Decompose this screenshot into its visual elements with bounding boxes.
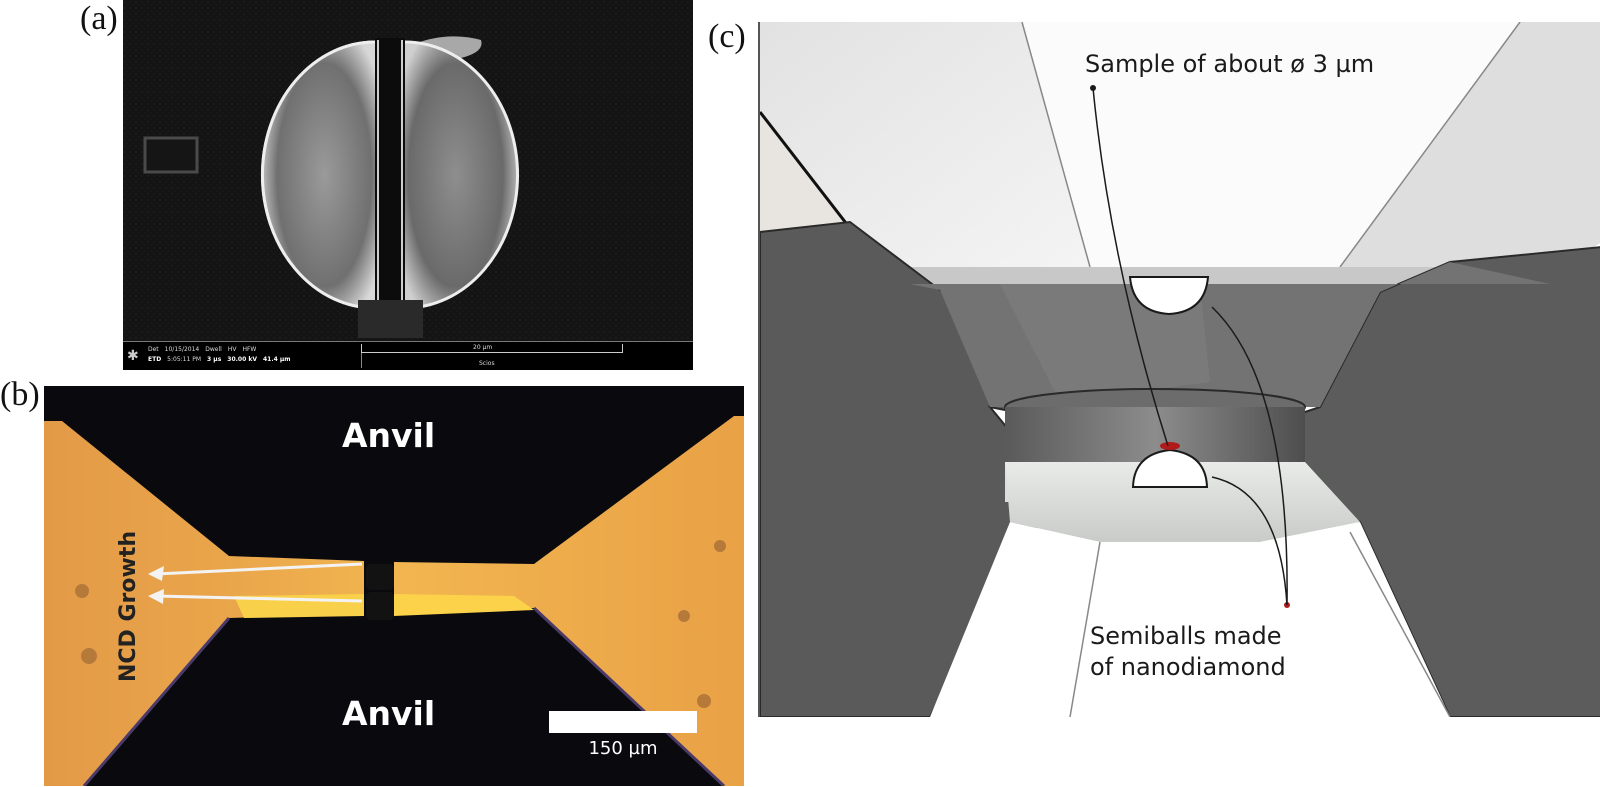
- panel-b-optical-image: Anvil Anvil NCD Growth 150 µm: [44, 386, 744, 786]
- anvil-schematic: [760, 22, 1600, 717]
- fei-logo-icon: ✱: [127, 348, 139, 364]
- panel-label-b: (b): [0, 376, 40, 413]
- sem-hv-label: HV: [227, 346, 237, 353]
- sem-scalebar-text: 20 µm: [473, 344, 493, 351]
- sem-info-table: Det 10/15/2014 Dwell HV HFW ETD 5:05:11 …: [148, 346, 291, 366]
- sem-instrument: Scios: [479, 360, 495, 367]
- sem-dwell-label: Dwell: [205, 346, 222, 353]
- sem-divider: [361, 344, 362, 368]
- sem-dwell-value: 3 µs: [207, 356, 222, 363]
- sem-hfw-label: HFW: [242, 346, 257, 353]
- sem-date: 10/15/2014: [164, 346, 200, 353]
- sem-det-label: Det: [148, 346, 159, 353]
- sem-info-bar: ✱ Det 10/15/2014 Dwell HV HFW ETD 5:05:1…: [123, 341, 693, 370]
- sem-hfw-value: 41.4 µm: [262, 356, 291, 363]
- scalebar-150um: [549, 711, 697, 733]
- anvil-top-label: Anvil: [342, 416, 436, 455]
- panel-label-a: (a): [80, 0, 118, 37]
- sem-time: 5:05:11 PM: [167, 356, 202, 363]
- panel-a-sem-image: ✱ Det 10/15/2014 Dwell HV HFW ETD 5:05:1…: [123, 0, 693, 370]
- sem-det-value: ETD: [148, 356, 162, 363]
- sem-hv-value: 30.00 kV: [227, 356, 257, 363]
- panel-c-schematic: Sample of about ø 3 µm Semiballs made of…: [758, 22, 1600, 717]
- semiballs-label-line2: of nanodiamond: [1090, 653, 1286, 681]
- sem-scalebar: [361, 344, 623, 353]
- panel-label-c: (c): [708, 18, 746, 55]
- ncd-growth-label: NCD Growth: [116, 530, 141, 682]
- sample-label: Sample of about ø 3 µm: [1085, 50, 1375, 78]
- scalebar-label: 150 µm: [588, 738, 658, 759]
- anvil-bottom-label: Anvil: [342, 694, 436, 733]
- sem-micrograph: [123, 0, 693, 342]
- semiballs-label-line1: Semiballs made: [1090, 622, 1282, 650]
